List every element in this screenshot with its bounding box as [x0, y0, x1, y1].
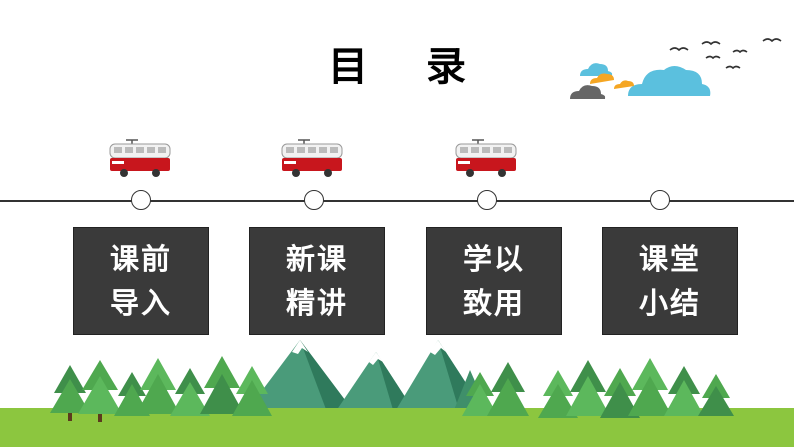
- cloud-icon: [570, 63, 711, 99]
- section-label: 课堂小结: [638, 242, 701, 320]
- section-label: 课前导入: [109, 242, 172, 320]
- timeline-line: [0, 200, 794, 202]
- timeline-node: [650, 190, 670, 210]
- timeline-node: [304, 190, 324, 210]
- page-title: 目 录: [328, 44, 488, 90]
- bus-icon: [109, 139, 171, 177]
- section-card-3[interactable]: 学以致用: [426, 227, 562, 335]
- bird-icon: [669, 38, 782, 70]
- bus-icon: [455, 139, 517, 177]
- section-card-2[interactable]: 新课精讲: [249, 227, 385, 335]
- section-card-1[interactable]: 课前导入: [73, 227, 209, 335]
- timeline-node: [477, 190, 497, 210]
- section-label: 新课精讲: [285, 242, 348, 320]
- bus-icon: [281, 139, 343, 177]
- tree-icon: [50, 356, 734, 422]
- section-label: 学以致用: [462, 242, 525, 320]
- section-card-4[interactable]: 课堂小结: [602, 227, 738, 335]
- timeline-node: [131, 190, 151, 210]
